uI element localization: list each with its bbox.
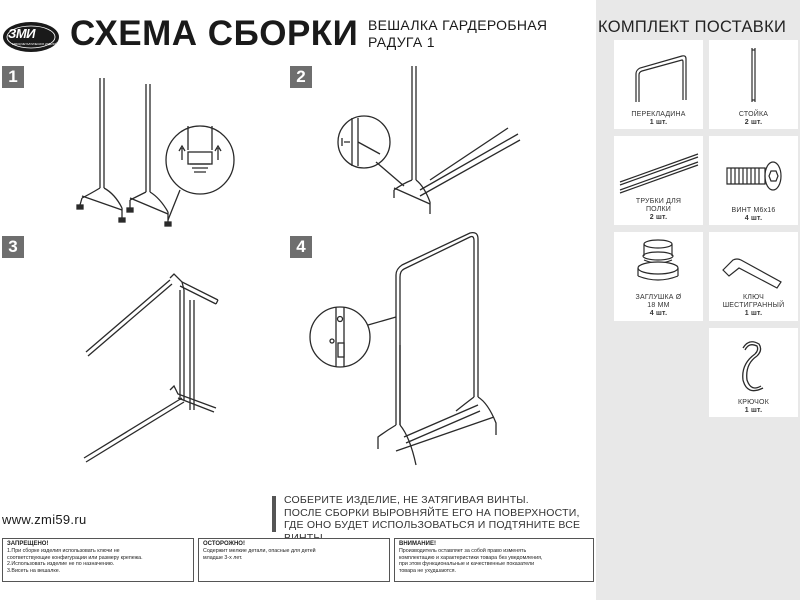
subtitle-line-1: ВЕШАЛКА ГАРДЕРОБНАЯ	[368, 17, 548, 33]
kit-item-name: КРЮЧОК	[738, 399, 769, 406]
step-badge-3: 3	[2, 236, 24, 258]
step-3-diagram	[70, 260, 250, 470]
screw-icon	[726, 161, 782, 191]
kit-item-end-cap: ЗАГЛУШКА Ø 18 ММ 4 шт.	[614, 232, 703, 321]
logo-text: ЗМИ	[8, 26, 36, 41]
step-1-diagram	[60, 70, 260, 235]
kit-item-qty: 2 шт.	[744, 119, 763, 126]
crossbar-icon	[635, 55, 687, 102]
notice-line-2: ПОСЛЕ СБОРКИ ВЫРОВНЯЙТЕ ЕГО НА ПОВЕРХНОС…	[284, 506, 580, 519]
kit-item-shelf-tubes: ТРУБКИ ДЛЯ ПОЛКИ 2 шт.	[614, 136, 703, 225]
step-2-diagram	[320, 62, 530, 227]
end-cap-icon	[637, 239, 679, 281]
kit-item-qty: 4 шт.	[649, 310, 668, 317]
notice-accent-bar	[272, 496, 276, 532]
hook-icon	[742, 341, 764, 392]
assembly-notice: СОБЕРИТЕ ИЗДЕЛИЕ, НЕ ЗАТЯГИВАЯ ВИНТЫ. ПО…	[284, 494, 594, 544]
warning-box-caution: ОСТОРОЖНО! Содержит мелкие детали, опасн…	[198, 538, 390, 582]
kit-title: КОМПЛЕКТ ПОСТАВКИ	[598, 18, 787, 36]
page-title: СХЕМА СБОРКИ	[70, 14, 359, 53]
warning-box-forbidden: ЗАПРЕЩЕНО! 1.При сборке изделия использо…	[2, 538, 194, 582]
warning-title: ЗАПРЕЩЕНО!	[7, 541, 49, 547]
step-4-diagram	[300, 225, 510, 470]
product-subtitle: ВЕШАЛКА ГАРДЕРОБНАЯ РАДУГА 1	[368, 17, 578, 51]
warning-title: ВНИМАНИЕ!	[399, 541, 436, 547]
subtitle-line-2: РАДУГА 1	[368, 34, 435, 50]
kit-item-name: ЗАГЛУШКА Ø 18 ММ	[635, 294, 682, 309]
kit-item-post: СТОЙКА 2 шт.	[709, 40, 798, 129]
warning-line: Производитель оставляет за собой право и…	[399, 548, 527, 555]
kit-item-qty: 2 шт.	[649, 214, 668, 221]
kit-item-qty: 1 шт.	[744, 310, 763, 317]
kit-item-screw: ВИНТ М6х16 4 шт.	[709, 136, 798, 225]
hex-key-icon	[722, 258, 782, 289]
step-badge-4: 4	[290, 236, 312, 258]
kit-item-crossbar: ПЕРЕКЛАДИНА 1 шт.	[614, 40, 703, 129]
logo-subtext: ЗАВОД МЕТАЛЛИЧЕСКИХ ИЗДЕЛИЙ	[12, 43, 58, 46]
kit-item-name: ПЕРЕКЛАДИНА	[631, 111, 686, 118]
kit-item-name: КЛЮЧ ШЕСТИГРАННЫЙ	[722, 294, 785, 309]
logo-ellipse-icon	[3, 22, 59, 52]
warning-line: 2.Использовать изделие не по назначению.	[7, 561, 115, 568]
kit-item-hex-key: КЛЮЧ ШЕСТИГРАННЫЙ 1 шт.	[709, 232, 798, 321]
warning-line: соответствующие конфигурации или размеру…	[7, 554, 143, 561]
warning-line: комплектацию и характеристики товара без…	[399, 554, 543, 561]
post-icon	[751, 48, 756, 102]
warning-box-attention: ВНИМАНИЕ! Производитель оставляет за соб…	[394, 538, 594, 582]
step-badge-2: 2	[290, 66, 312, 88]
kit-item-qty: 1 шт.	[649, 119, 668, 126]
warning-line: товара не ухудшаются.	[399, 567, 456, 574]
warning-line: 1.При сборке изделия использовать ключи …	[7, 548, 120, 555]
kit-item-qty: 1 шт.	[744, 407, 763, 414]
warning-line: 3.Висеть на вешалке.	[7, 567, 61, 574]
brand-logo: ЗМИ ЗАВОД МЕТАЛЛИЧЕСКИХ ИЗДЕЛИЙ	[2, 20, 60, 54]
kit-item-name: СТОЙКА	[738, 111, 769, 118]
website-link[interactable]: www.zmi59.ru	[2, 512, 87, 527]
kit-item-qty: 4 шт.	[744, 215, 763, 222]
step-badge-1: 1	[2, 66, 24, 88]
warning-line: младше 3-х лет.	[203, 554, 243, 561]
notice-line-1: СОБЕРИТЕ ИЗДЕЛИЕ, НЕ ЗАТЯГИВАЯ ВИНТЫ.	[284, 494, 529, 506]
shelf-tubes-icon	[619, 153, 699, 194]
warning-line: Содержит мелкие детали, опасные для дете…	[203, 548, 316, 555]
kit-item-name: ВИНТ М6х16	[731, 207, 776, 214]
kit-item-hook: КРЮЧОК 1 шт.	[709, 328, 798, 417]
warning-line: при этом функциональные и качественные п…	[399, 561, 535, 568]
kit-item-name: ТРУБКИ ДЛЯ ПОЛКИ	[635, 198, 682, 213]
warning-title: ОСТОРОЖНО!	[203, 541, 245, 547]
